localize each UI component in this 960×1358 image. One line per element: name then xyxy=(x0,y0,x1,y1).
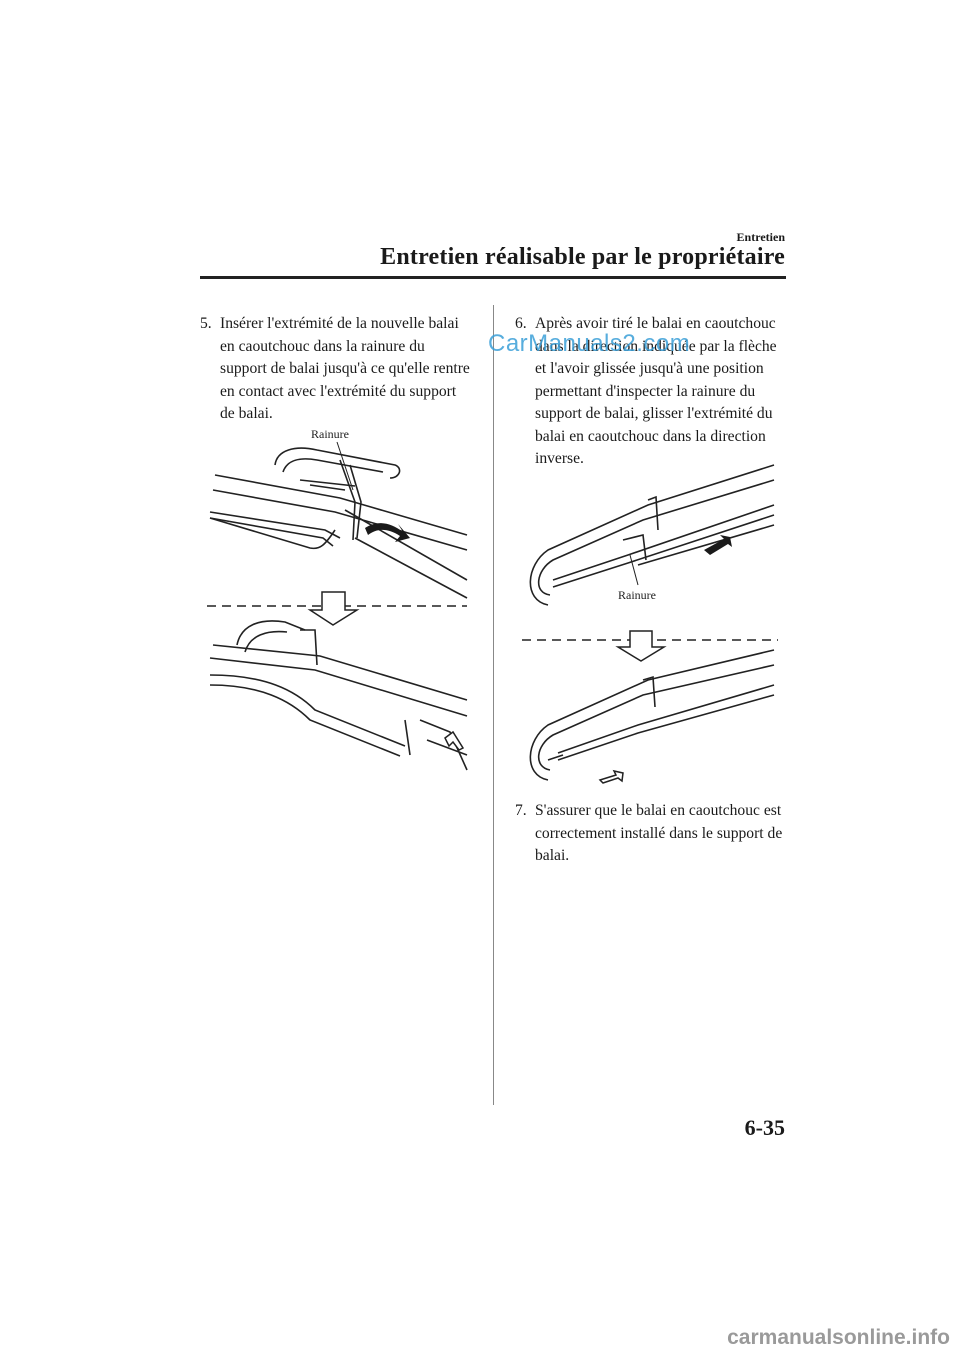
figure-label-rainure-left: Rainure xyxy=(311,427,349,441)
watermark-bottom: carmanualsonline.info xyxy=(727,1326,950,1349)
figure-label-rainure-right: Rainure xyxy=(618,588,656,602)
section-label: Entretien xyxy=(736,230,785,244)
step-7-text: S'assurer que le balai en caoutchouc est… xyxy=(535,802,783,864)
wiper-slide-illustration: Rainure xyxy=(522,464,778,784)
page-number: 6-35 xyxy=(744,1115,785,1140)
step-5-text: Insérer l'extrémité de la nouvelle balai… xyxy=(220,315,470,422)
wiper-insert-illustration: Rainure xyxy=(207,427,468,771)
step-6: 6. Après avoir tiré le balai en caoutcho… xyxy=(515,313,790,471)
step-6-number: 6. xyxy=(515,315,527,332)
column-divider xyxy=(493,305,494,1105)
step-5: 5. Insérer l'extrémité de la nouvelle ba… xyxy=(200,313,470,426)
page-title: Entretien réalisable par le propriétaire xyxy=(380,244,785,270)
step-5-number: 5. xyxy=(200,315,212,332)
step-7: 7. S'assurer que le balai en caoutchouc … xyxy=(515,800,790,868)
step-7-number: 7. xyxy=(515,802,527,819)
step-6-text: Après avoir tiré le balai en caoutchouc … xyxy=(535,315,777,467)
header-rule xyxy=(200,276,786,279)
watermark-top: CarManuals2.com xyxy=(488,330,691,357)
